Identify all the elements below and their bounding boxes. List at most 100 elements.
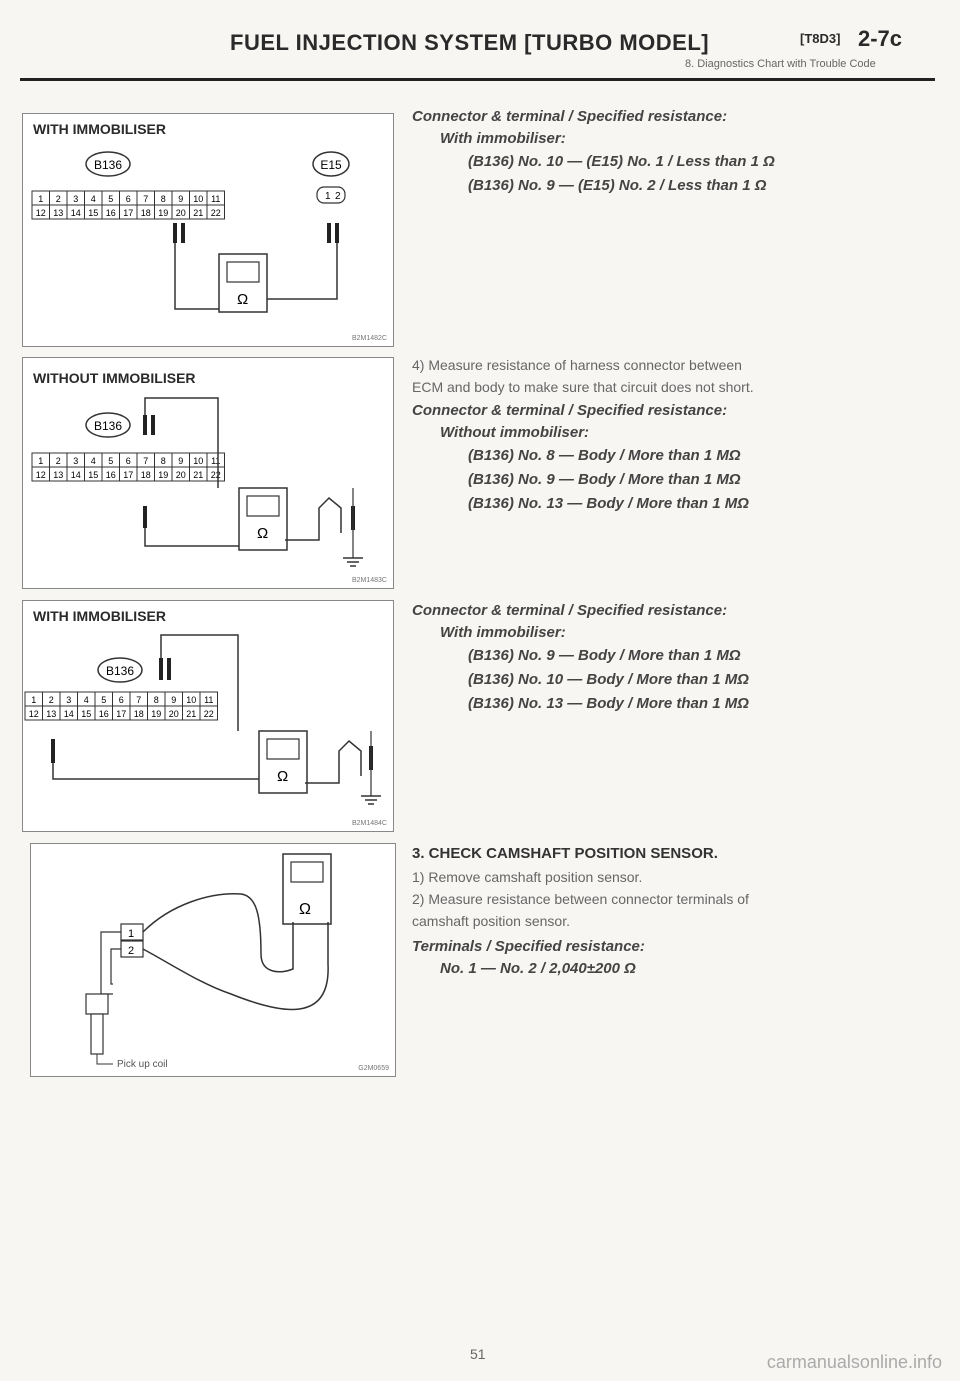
connector-pin-label: 15 (81, 709, 91, 719)
connector-pin-label: 20 (176, 208, 186, 218)
connector-pin-label: 8 (161, 194, 166, 204)
pin-label-2: 2 (128, 945, 134, 957)
watermark: carmanualsonline.info (766, 1352, 942, 1372)
page-title: FUEL INJECTION SYSTEM [TURBO MODEL] (230, 30, 710, 55)
connector-pin-label: 4 (91, 456, 96, 466)
connector-pin-cell (206, 466, 225, 482)
header-rule (20, 78, 935, 81)
connector-pin-label: 1 (31, 695, 36, 705)
connector-pin-cell (206, 204, 225, 220)
connector-pin-label: 9 (178, 456, 183, 466)
figure-camshaft-sensor: Ω 1 2 Pick up coil G2M0659 (30, 843, 396, 1077)
connector-pin-label: 17 (123, 470, 133, 480)
spec-line: (B136) No. 9 — Body / More than 1 MΩ (468, 647, 741, 664)
connector-pin-label: 16 (106, 208, 116, 218)
connector-pin-label: 13 (53, 208, 63, 218)
connector-pin-label: 3 (73, 194, 78, 204)
connector-pin-label: 5 (101, 695, 106, 705)
spec-heading: Connector & terminal / Specified resista… (412, 108, 728, 125)
connector-pin-label: 2 (49, 695, 54, 705)
figure-id: B2M1482C (351, 335, 387, 342)
connector-pin-label: 21 (186, 709, 196, 719)
connector-pin-label: 13 (53, 470, 63, 480)
connector-pin-label: 18 (141, 208, 151, 218)
spec-heading: Connector & terminal / Specified resista… (412, 602, 728, 619)
connector-pin-label: 20 (169, 709, 179, 719)
spec-line: (B136) No. 8 — Body / More than 1 MΩ (468, 447, 741, 464)
connector-label-b136: B136 (106, 664, 134, 678)
connector-pin-label: 6 (119, 695, 124, 705)
connector-pin-label: 11 (211, 194, 220, 204)
connector-pin-label: 10 (186, 695, 196, 705)
spec-line: (B136) No. 9 — (E15) No. 2 / Less than 1… (468, 177, 767, 194)
connector-pin-label: 5 (108, 194, 113, 204)
connector-pin-label: 12 (36, 470, 46, 480)
spec-line: (B136) No. 9 — Body / More than 1 MΩ (468, 471, 741, 488)
connector-pin-label: 17 (116, 709, 126, 719)
ohm-symbol: Ω (299, 901, 311, 918)
connector-pin-label: 11 (204, 695, 213, 705)
connector-pin-label: 20 (176, 470, 186, 480)
connector-pin-label: 7 (136, 695, 141, 705)
figure-title: WITH IMMOBILISER (33, 121, 166, 137)
section-code: [T8D3] (800, 31, 841, 46)
connector-label-b136: B136 (94, 158, 122, 172)
ohm-symbol: Ω (277, 768, 288, 785)
figure-title: WITHOUT IMMOBILISER (33, 370, 196, 386)
connector-pin-label: 3 (73, 456, 78, 466)
connector-pin-label: 3 (66, 695, 71, 705)
connector-pin-label: 22 (211, 470, 221, 480)
figure-id: G2M0659 (358, 1065, 389, 1072)
connector-pin-label: 10 (193, 194, 203, 204)
connector-pin-label: 12 (36, 208, 46, 218)
connector-pin-label: 4 (91, 194, 96, 204)
connector-pin-label: 14 (64, 709, 74, 719)
connector-pin-label: 1 (38, 456, 43, 466)
connector-pin-label: 7 (143, 456, 148, 466)
connector-pin-label: 12 (29, 709, 39, 719)
page-subtitle: 8. Diagnostics Chart with Trouble Code (685, 58, 876, 70)
pick-up-coil-label: Pick up coil (117, 1059, 168, 1070)
connector-label-e15: E15 (320, 158, 342, 172)
connector-pin-label: 5 (108, 456, 113, 466)
step-3-heading: 3. CHECK CAMSHAFT POSITION SENSOR. (412, 845, 718, 862)
spec-line: (B136) No. 13 — Body / More than 1 MΩ (468, 495, 749, 512)
spec-heading: Terminals / Specified resistance: (412, 938, 645, 955)
sensor-diagram: Ω 1 2 Pick up coil (85, 853, 332, 1070)
figure-id: B2M1484C (351, 820, 387, 827)
pin-label-e15-1: 1 (325, 191, 331, 202)
connector-pin-label: 4 (84, 695, 89, 705)
figure-id: B2M1483C (351, 577, 387, 584)
spec-line: (B136) No. 10 — (E15) No. 1 / Less than … (468, 153, 775, 170)
connector-label-b136: B136 (94, 419, 122, 433)
connector-pin-label: 10 (193, 456, 203, 466)
spec-subheading: With immobiliser: (440, 624, 566, 641)
page-section-number: 2-7c (858, 26, 903, 51)
connector-pin-label: 16 (99, 709, 109, 719)
connector-pin-label: 19 (151, 709, 161, 719)
step-4-line: 4) Measure resistance of harness connect… (412, 357, 742, 373)
connector-pin-label: 8 (161, 456, 166, 466)
spec-block-3: Connector & terminal / Specified resista… (412, 600, 749, 716)
connector-pin-label: 2 (56, 194, 61, 204)
connector-pin-cell (199, 705, 218, 721)
connector-pin-label: 14 (71, 208, 81, 218)
connector-pin-label: 9 (171, 695, 176, 705)
spec-block-4: Terminals / Specified resistance: No. 1 … (412, 936, 645, 980)
spec-block-2: Connector & terminal / Specified resista… (412, 400, 749, 516)
ohm-symbol: Ω (237, 291, 248, 308)
page-number: 51 (470, 1346, 486, 1362)
pin-label-1: 1 (128, 928, 134, 940)
connector-pin-label: 7 (143, 194, 148, 204)
connector-pin-label: 13 (46, 709, 56, 719)
step-3-line: camshaft position sensor. (412, 913, 570, 929)
step-3-text: 1) Remove camshaft position sensor. 2) M… (412, 866, 749, 932)
ohm-symbol: Ω (257, 525, 268, 542)
connector-pin-label: 19 (158, 208, 168, 218)
connector-pin-label: 8 (154, 695, 159, 705)
